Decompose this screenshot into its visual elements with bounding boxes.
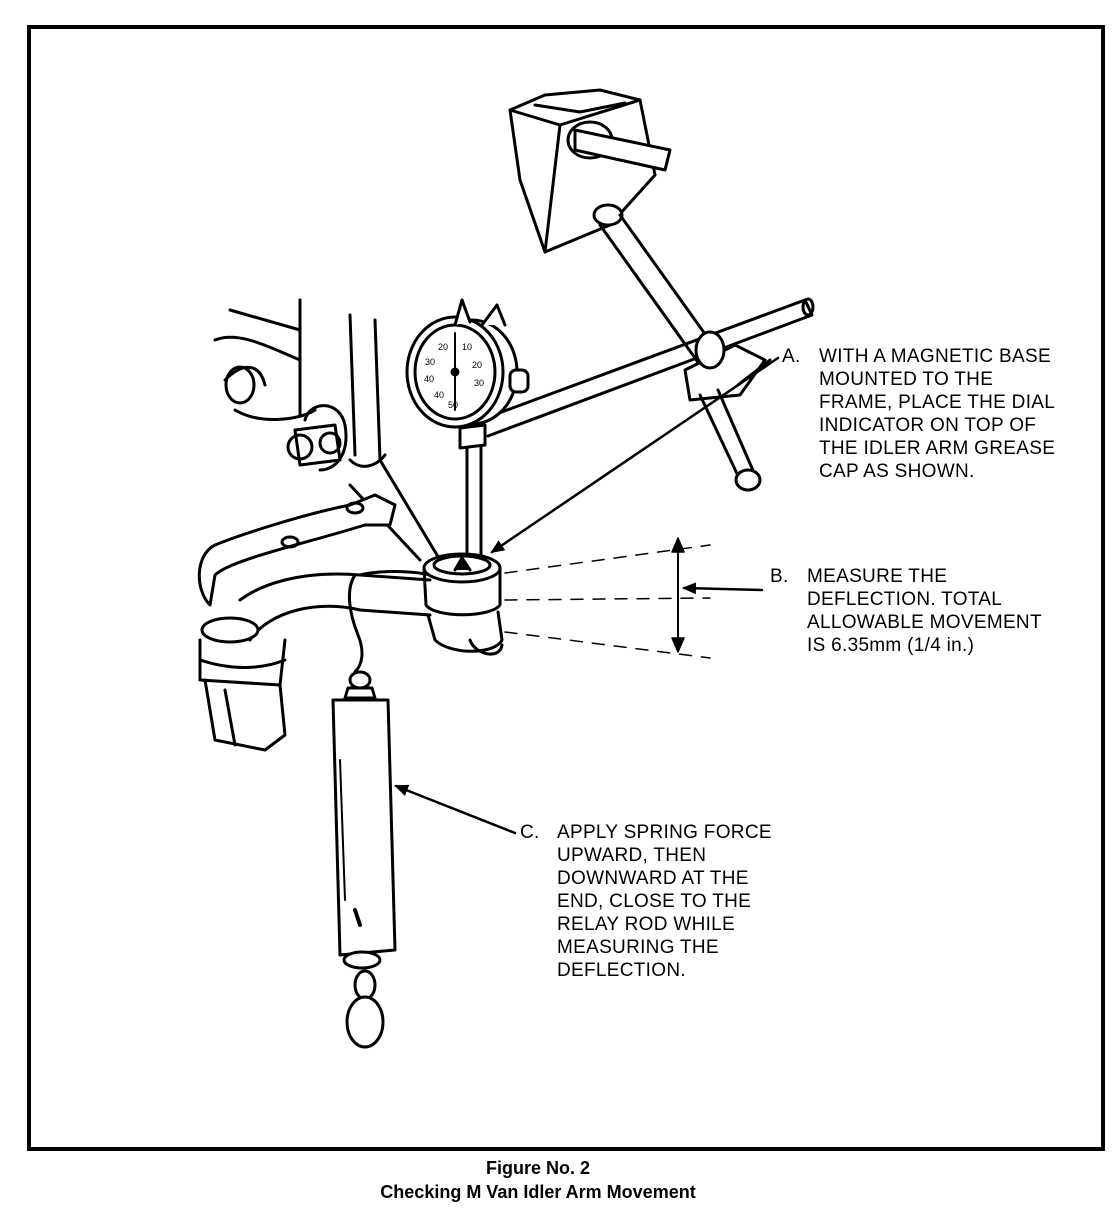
magnetic-base <box>508 88 672 254</box>
leader-arrow-c <box>394 784 517 835</box>
callout-c-text: APPLY SPRING FORCE UPWARD, THEN DOWNWARD… <box>557 822 772 981</box>
dial-label: 20 <box>438 342 448 352</box>
indicator-post <box>592 203 722 367</box>
spring-scale <box>331 573 397 1049</box>
leader-arrow-a <box>490 356 780 554</box>
dial-label: 10 <box>462 342 472 352</box>
leader-arrow-b <box>682 582 764 595</box>
indicator-rod-clamp <box>478 297 815 492</box>
dial-indicator <box>405 298 530 567</box>
idler-arm <box>197 493 442 752</box>
callout-b-text: MEASURE THE DEFLECTION. TOTAL ALLOWABLE … <box>807 566 1042 656</box>
dial-face-labels: 20 10 30 20 40 30 40 50 <box>424 342 484 410</box>
dial-label: 20 <box>472 360 482 370</box>
vehicle-frame <box>213 298 442 562</box>
dial-label: 40 <box>434 390 444 400</box>
grease-cap <box>422 552 504 656</box>
dial-label: 30 <box>425 357 435 367</box>
figure-title: Checking M Van Idler Arm Movement <box>380 1182 696 1202</box>
callout-c-letter: C. <box>520 822 540 843</box>
callout-b-letter: B. <box>770 566 789 587</box>
figure-frame <box>27 25 1105 1151</box>
callout-a: A. WITH A MAGNETIC BASE MOUNTED TO THE F… <box>782 345 1102 485</box>
dial-label: 30 <box>474 378 484 388</box>
callout-c: C. APPLY SPRING FORCE UPWARD, THEN DOWNW… <box>520 821 820 986</box>
figure-number: Figure No. 2 <box>485 1158 590 1178</box>
dial-label: 50 <box>448 400 458 410</box>
callout-b: B. MEASURE THE DEFLECTION. TOTAL ALLOWAB… <box>770 565 1090 660</box>
callout-a-letter: A. <box>782 346 801 367</box>
callout-a-text: WITH A MAGNETIC BASE MOUNTED TO THE FRAM… <box>819 346 1056 482</box>
deflection-guides <box>504 537 711 659</box>
dial-label: 40 <box>424 374 434 384</box>
